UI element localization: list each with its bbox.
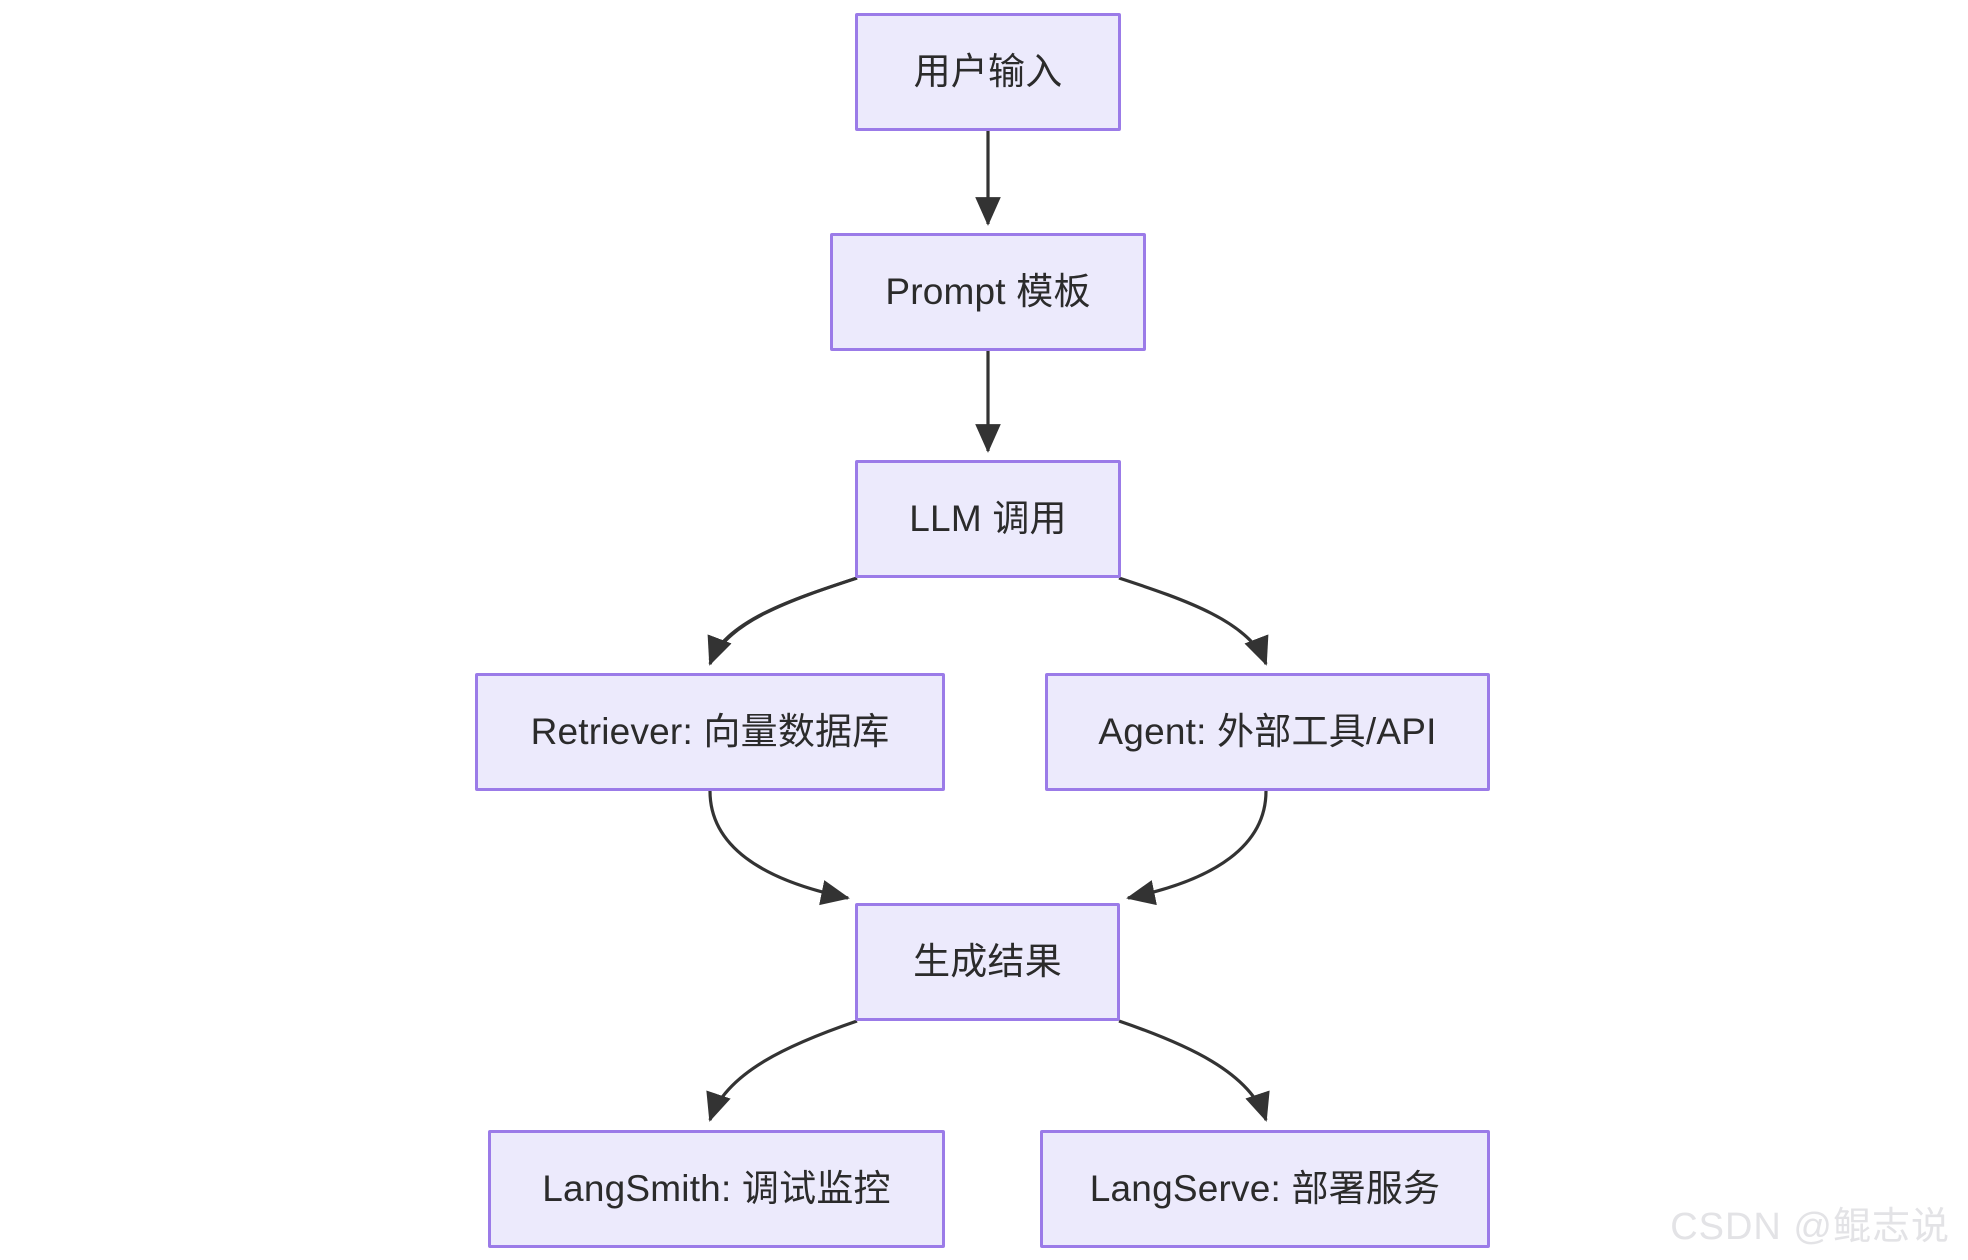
node-agent-label: Agent: 外部工具/API bbox=[1098, 710, 1437, 752]
watermark: CSDN @鲲志说 bbox=[1670, 1206, 1950, 1248]
node-llm-call-label: LLM 调用 bbox=[909, 497, 1067, 539]
node-generate-result-label: 生成结果 bbox=[913, 940, 1062, 982]
node-retriever-label: Retriever: 向量数据库 bbox=[530, 710, 890, 752]
node-llm-call[interactable]: LLM 调用 bbox=[855, 460, 1121, 578]
node-prompt-template-label: Prompt 模板 bbox=[885, 270, 1091, 312]
node-retriever[interactable]: Retriever: 向量数据库 bbox=[475, 673, 945, 791]
node-langsmith[interactable]: LangSmith: 调试监控 bbox=[488, 1130, 945, 1248]
node-user-input[interactable]: 用户输入 bbox=[855, 13, 1121, 131]
edge-llm-call-to-agent bbox=[1118, 576, 1269, 666]
edge-agent-to-generate-result bbox=[1126, 790, 1268, 906]
node-langserve-label: LangServe: 部署服务 bbox=[1089, 1167, 1441, 1209]
edge-retriever-to-generate-result bbox=[708, 790, 850, 906]
node-langserve[interactable]: LangServe: 部署服务 bbox=[1040, 1130, 1490, 1248]
node-user-input-label: 用户输入 bbox=[913, 50, 1063, 92]
edge-llm-call-to-retriever bbox=[708, 576, 858, 661]
node-agent[interactable]: Agent: 外部工具/API bbox=[1045, 673, 1490, 791]
node-langsmith-label: LangSmith: 调试监控 bbox=[542, 1167, 891, 1209]
node-generate-result[interactable]: 生成结果 bbox=[855, 903, 1120, 1021]
edge-generate-result-to-langsmith bbox=[706, 1019, 858, 1122]
edge-llm-call-to-retriever-tail bbox=[707, 576, 858, 666]
edge-generate-result-to-langserve bbox=[1118, 1019, 1270, 1122]
node-prompt-template[interactable]: Prompt 模板 bbox=[830, 233, 1146, 351]
